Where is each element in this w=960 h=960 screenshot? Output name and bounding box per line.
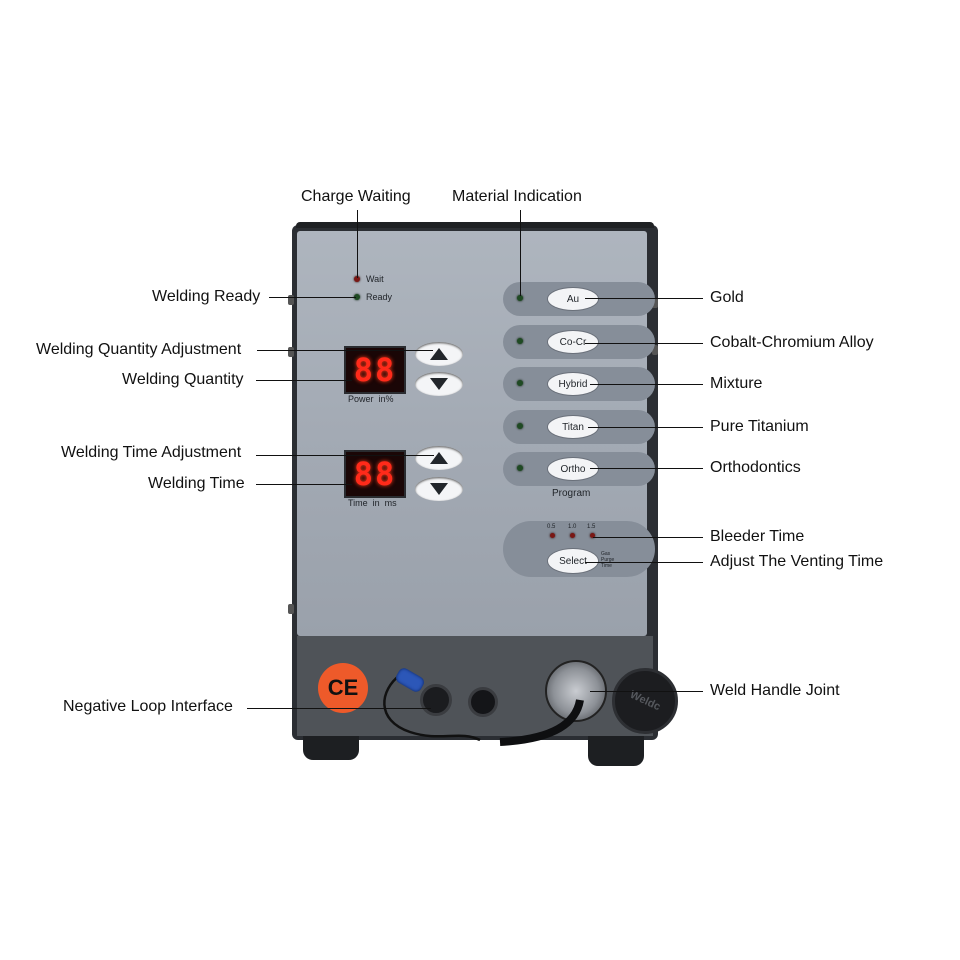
callout-welding-quantity: Welding Quantity xyxy=(122,371,244,388)
bleed-led-2 xyxy=(590,533,595,538)
ready-led xyxy=(354,294,360,300)
aux-socket[interactable] xyxy=(468,687,498,717)
housing-top-edge xyxy=(296,222,654,228)
material-button-gold[interactable]: Au xyxy=(548,288,598,310)
material-led-ortho xyxy=(517,465,523,471)
leader-line xyxy=(256,380,352,381)
side-screw xyxy=(652,298,658,308)
callout-welding-ready: Welding Ready xyxy=(152,288,261,305)
power-display: 88 xyxy=(344,346,406,394)
callout-pure-titanium: Pure Titanium xyxy=(710,418,809,435)
arrow-down-icon xyxy=(430,378,448,390)
callout-mixture: Mixture xyxy=(710,375,763,392)
power-label: Power in% xyxy=(348,394,394,404)
material-led-hybrid xyxy=(517,380,523,386)
leader-line xyxy=(588,427,703,428)
arrow-up-icon xyxy=(430,348,448,360)
callout-negative-loop-interface: Negative Loop Interface xyxy=(63,698,233,715)
ce-mark-badge: CE xyxy=(318,663,368,713)
leader-line xyxy=(247,708,431,709)
material-led-gold xyxy=(517,295,523,301)
negative-loop-cable xyxy=(383,674,481,742)
material-led-titan xyxy=(517,423,523,429)
power-down-button[interactable] xyxy=(415,372,463,396)
left-foot xyxy=(303,736,359,760)
leader-line xyxy=(585,343,703,344)
callout-welding-time-adjustment: Welding Time Adjustment xyxy=(61,444,242,461)
time-display: 88 xyxy=(344,450,406,498)
bleed-value-2: 1.5 xyxy=(587,524,596,530)
gas-purge-label: Gas Purge Time xyxy=(601,551,615,569)
negative-loop-socket[interactable] xyxy=(420,684,452,716)
callout-welding-time: Welding Time xyxy=(148,475,245,492)
material-button-ortho[interactable]: Ortho xyxy=(548,458,598,480)
leader-line xyxy=(357,210,358,278)
power-up-button[interactable] xyxy=(415,342,463,366)
leader-line xyxy=(269,297,356,298)
handle-brand-text: Weldc xyxy=(627,688,663,714)
leader-line xyxy=(590,691,703,692)
material-button-titan[interactable]: Titan xyxy=(548,416,598,438)
leader-line xyxy=(590,384,703,385)
side-screw xyxy=(288,604,294,614)
wait-led xyxy=(354,276,360,282)
leader-line xyxy=(256,455,434,456)
callout-gold: Gold xyxy=(710,289,744,306)
bleed-led-1 xyxy=(570,533,575,538)
arrow-up-icon xyxy=(430,452,448,464)
material-button-cocr[interactable]: Co-Cr xyxy=(548,331,598,353)
right-foot xyxy=(588,736,644,766)
wait-label: Wait xyxy=(366,274,384,284)
leader-line xyxy=(520,210,521,296)
side-screw xyxy=(288,295,294,305)
time-label: Time in ms xyxy=(348,498,397,508)
material-led-cocr xyxy=(517,338,523,344)
arrow-down-icon xyxy=(430,483,448,495)
leader-line xyxy=(256,484,352,485)
leader-line xyxy=(593,537,703,538)
callout-bleeder-time: Bleeder Time xyxy=(710,528,805,545)
material-button-hybrid[interactable]: Hybrid xyxy=(548,373,598,395)
ready-label: Ready xyxy=(366,292,393,302)
side-screw xyxy=(652,345,658,355)
callout-material-indication: Material Indication xyxy=(452,188,582,205)
weld-handle-cap: Weldc xyxy=(612,668,678,734)
leader-line xyxy=(585,562,703,563)
select-button[interactable]: Select xyxy=(548,549,598,573)
callout-welding-quantity-adjustment: Welding Quantity Adjustment xyxy=(36,341,242,358)
weld-handle-cable xyxy=(499,699,584,746)
time-down-button[interactable] xyxy=(415,477,463,501)
callout-weld-handle-joint: Weld Handle Joint xyxy=(710,682,840,699)
leader-line xyxy=(585,298,703,299)
bleed-value-1: 1.0 xyxy=(568,524,577,530)
time-up-button[interactable] xyxy=(415,446,463,470)
callout-cobalt-chromium: Cobalt-Chromium Alloy xyxy=(710,334,874,351)
callout-charge-waiting: Charge Waiting xyxy=(301,188,411,205)
callout-adjust-venting-time: Adjust The Venting Time xyxy=(710,553,884,570)
leader-line xyxy=(590,468,703,469)
program-label: Program xyxy=(552,488,591,499)
side-screw xyxy=(288,347,294,357)
bleed-led-0 xyxy=(550,533,555,538)
callout-orthodontics: Orthodontics xyxy=(710,459,801,476)
bleed-value-0: 0.5 xyxy=(547,524,556,530)
leader-line xyxy=(257,350,433,351)
